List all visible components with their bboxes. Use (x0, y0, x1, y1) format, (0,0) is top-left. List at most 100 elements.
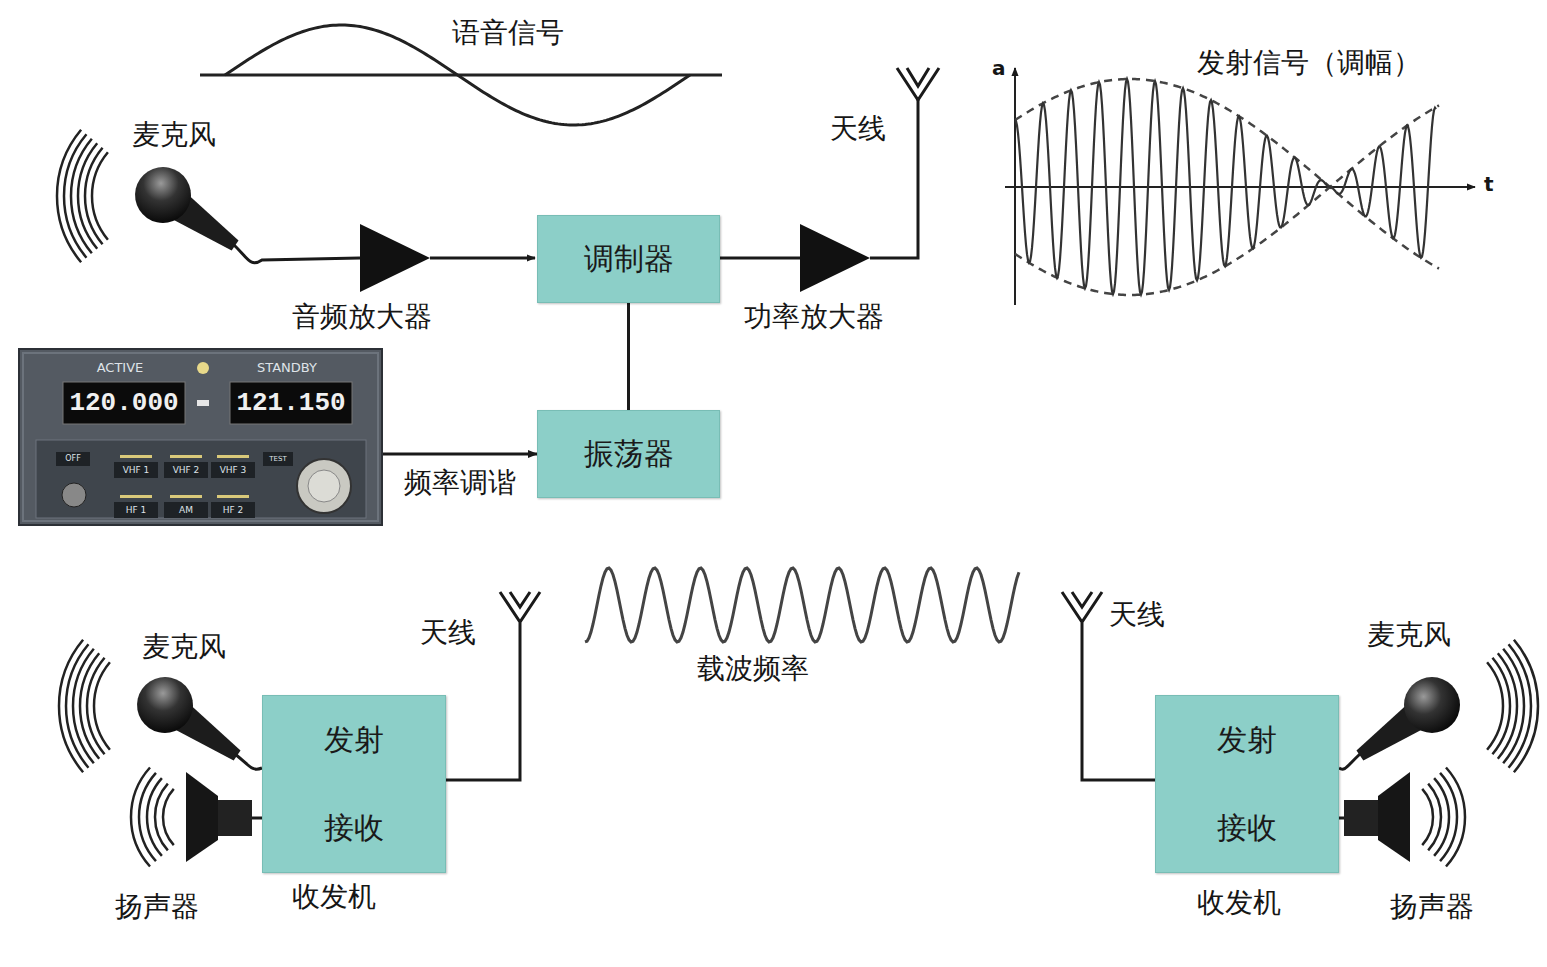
axis-label: a (990, 56, 1008, 80)
panel-face (197, 400, 209, 406)
box-label: 接收 (1209, 808, 1285, 849)
sound-waves (139, 773, 156, 861)
carrier-wave (585, 568, 1019, 642)
sound-waves (73, 649, 94, 763)
box-label: 调制器 (576, 239, 682, 280)
button-label: AM (164, 502, 208, 518)
sound-waves (1498, 653, 1517, 758)
panel-face (170, 495, 202, 498)
sound-waves (80, 653, 99, 758)
box-label: 振荡器 (576, 434, 682, 475)
button-label: VHF 1 (114, 462, 158, 478)
speaker-icon (1378, 772, 1410, 862)
panel-face (170, 455, 202, 458)
box-label: 发射 (1209, 720, 1285, 761)
panel-face (217, 495, 249, 498)
speaker-icon (218, 800, 252, 836)
panel-face (114, 502, 158, 518)
microphone-icon (126, 666, 253, 778)
amplifier-symbol (800, 224, 870, 292)
part-label: 麦克风 (130, 118, 218, 152)
sound-waves (92, 152, 108, 239)
panel-face (230, 382, 352, 424)
frequency-readout: 120.000 (65, 386, 183, 420)
sound-waves (87, 658, 105, 754)
sound-waves (94, 662, 110, 749)
sound-waves (1492, 658, 1510, 754)
panel-face (308, 470, 340, 502)
part-label: 麦克风 (140, 630, 228, 664)
sound-waves (131, 767, 150, 866)
transceiver-box: 发射接收 (1155, 695, 1339, 873)
radio-control-panel: ACTIVE STANDBY 120.000 121.150OFF VHF 1 VHF 2… (18, 348, 383, 526)
transmitter-wiring (720, 257, 800, 260)
sound-waves (78, 143, 97, 248)
button-label: OFF (56, 452, 90, 466)
panel-face (63, 382, 185, 424)
am-waveform (1005, 68, 1475, 305)
panel-face (164, 462, 208, 478)
speaker-icon (1344, 800, 1378, 836)
sound-waves (85, 148, 103, 244)
transmitter-wiring (233, 244, 360, 263)
microphone-icon (235, 754, 262, 769)
part-label: 音频放大器 (290, 300, 434, 334)
display-caption: ACTIVE (80, 360, 160, 376)
part-label: 语音信号 (450, 16, 566, 50)
frequency-readout: 121.150 (232, 386, 350, 420)
part-label: 收发机 (1195, 886, 1283, 920)
microphone-icon (1404, 677, 1460, 733)
button-label: VHF 3 (211, 462, 255, 478)
panel-face (120, 495, 152, 498)
part-label: 扬声器 (113, 890, 201, 924)
sound-waves (1434, 778, 1449, 856)
transmitter-wiring (430, 257, 535, 260)
speaker-icon (252, 817, 262, 820)
box-label: 发射 (316, 720, 392, 761)
axis-label: t (1482, 172, 1496, 196)
am-waveform (1015, 79, 1436, 295)
sound-waves (1422, 789, 1433, 845)
part-label: 发射信号（调幅） (1195, 46, 1423, 80)
part-label: 扬声器 (1388, 890, 1476, 924)
panel-face (56, 452, 90, 466)
am-waveform (1015, 79, 1439, 186)
part-label: 功率放大器 (742, 300, 886, 334)
button-label: HF 2 (211, 502, 255, 518)
microphone-icon (1338, 651, 1487, 788)
display-caption: STANDBY (242, 360, 332, 376)
panel-face (23, 353, 378, 521)
panel-face (62, 483, 86, 507)
sound-waves (71, 139, 92, 253)
speaker-icon (186, 772, 218, 862)
panel-face (120, 455, 152, 458)
carrier-wave (585, 568, 1019, 642)
connector-line (383, 453, 537, 456)
antenna-symbol (897, 68, 939, 100)
sound-waves (57, 130, 81, 262)
sound-waves (155, 784, 168, 851)
microphone-icon (1339, 754, 1360, 769)
part-label: 天线 (418, 616, 478, 650)
sound-waves (1428, 784, 1441, 851)
oscillator-box: 振荡器 (537, 410, 720, 498)
part-label: 天线 (1107, 598, 1167, 632)
am-waveform (1005, 186, 1475, 188)
box-label: 接收 (316, 808, 392, 849)
connector-label: 频率调谐 (402, 466, 518, 500)
panel-face (20, 350, 381, 524)
panel-face (297, 459, 351, 513)
panel-face (36, 440, 366, 518)
microphone-icon (126, 666, 204, 744)
panel-face (217, 455, 249, 458)
sound-waves (163, 789, 174, 845)
panel-face (114, 462, 158, 478)
part-label: 麦克风 (1365, 618, 1453, 652)
button-label: VHF 2 (164, 462, 208, 478)
connector-line (627, 303, 630, 410)
panel-face (263, 452, 293, 466)
speaker-icon (1339, 817, 1344, 820)
part-label: 天线 (828, 112, 888, 146)
button-label: HF 1 (114, 502, 158, 518)
